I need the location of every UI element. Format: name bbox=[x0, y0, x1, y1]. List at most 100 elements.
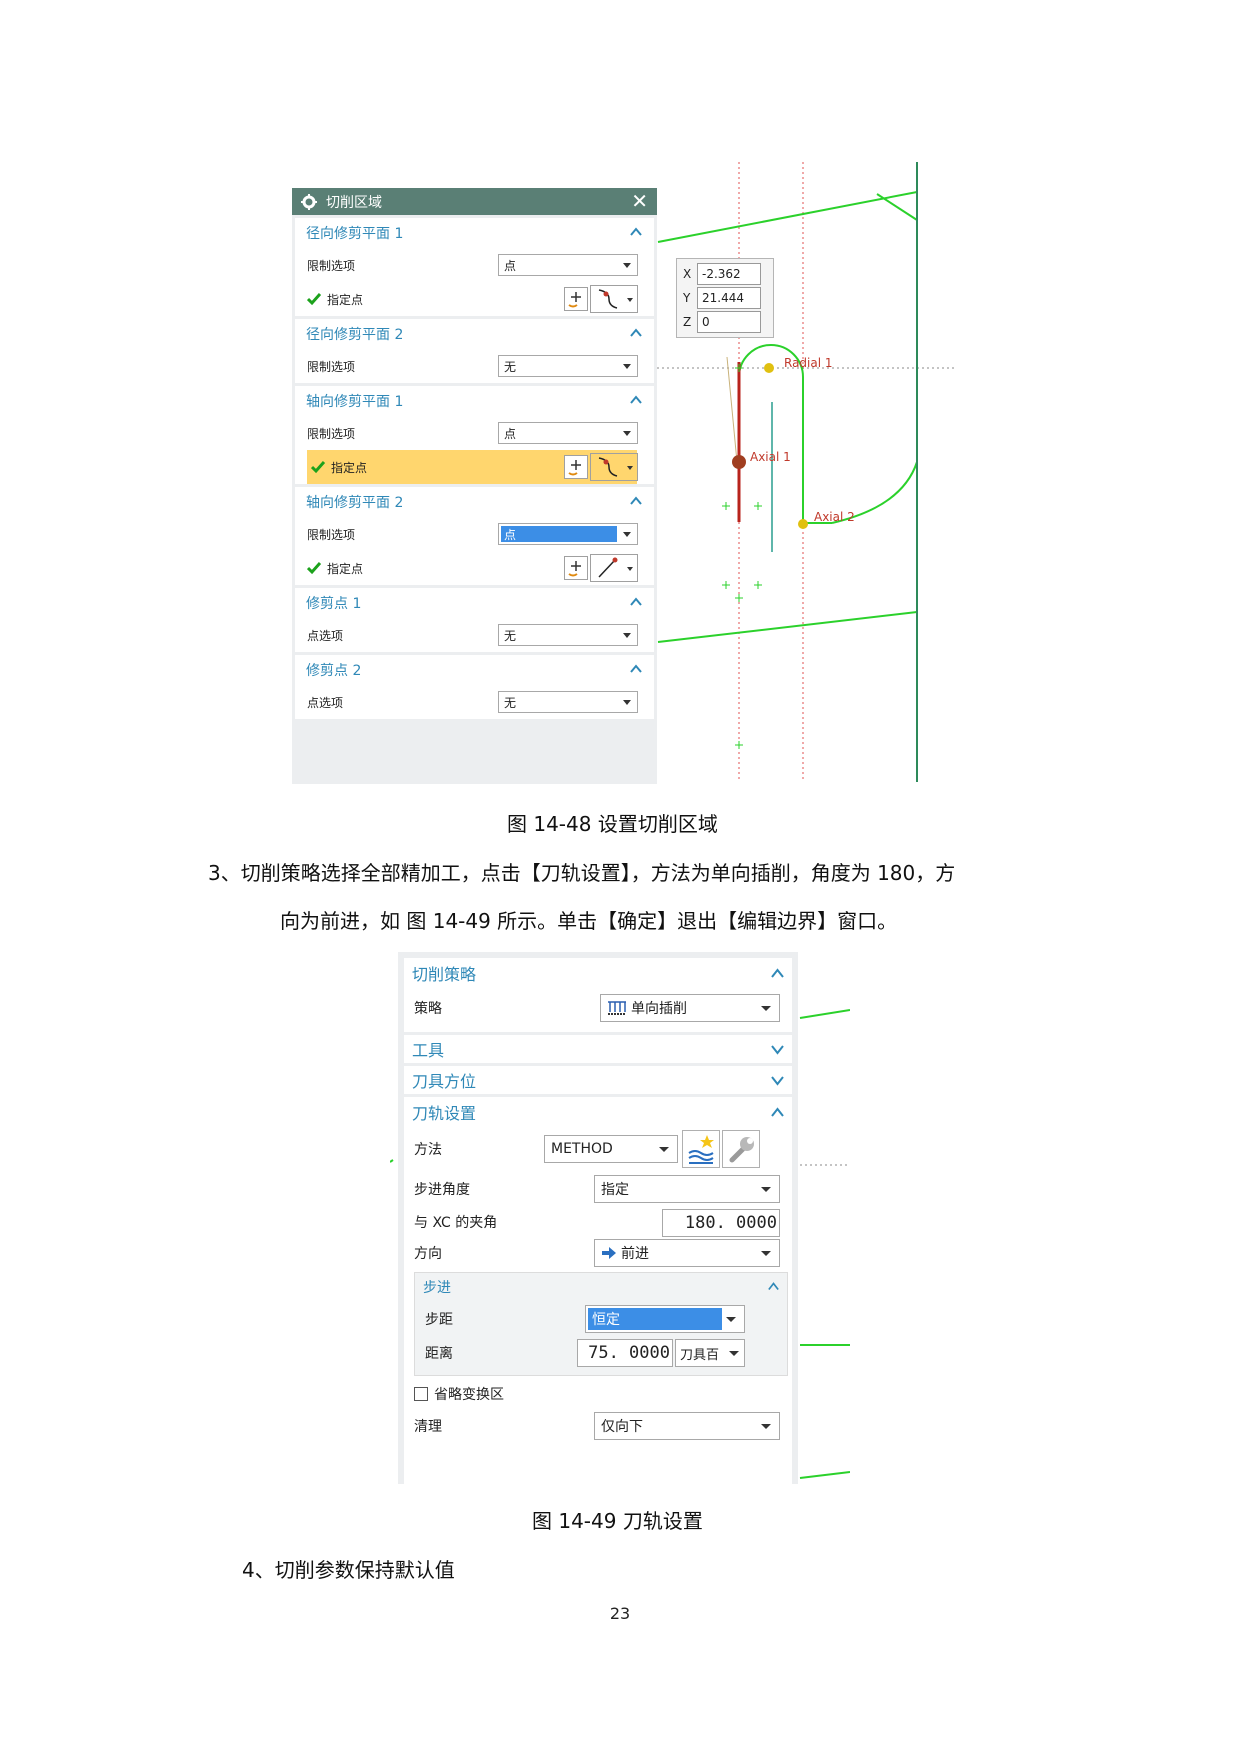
section-header[interactable]: 修剪点 2 bbox=[295, 655, 654, 685]
point-dialog-button[interactable] bbox=[564, 455, 588, 479]
wrench-icon bbox=[729, 1137, 754, 1163]
point-dialog-button[interactable] bbox=[564, 287, 588, 311]
dropdown-value: 点 bbox=[504, 258, 517, 273]
section-path-settings: 刀轨设置 方法 METHOD bbox=[404, 1097, 792, 1484]
close-icon[interactable]: ✕ bbox=[631, 189, 648, 213]
point-dialog-button[interactable] bbox=[564, 556, 588, 580]
chevron-up-icon bbox=[771, 1107, 784, 1117]
strategy-dropdown[interactable]: 单向插削 bbox=[600, 994, 780, 1022]
gear-icon bbox=[301, 193, 317, 210]
paragraph-3-line1: 3、切削策略选择全部精加工，点击【刀轨设置】，方法为单向插削，角度为 180，方 bbox=[208, 861, 956, 885]
path-settings-panel: 切削策略 策略 单向插削 工具 bbox=[398, 952, 798, 1484]
row-label: 点选项 bbox=[307, 695, 344, 710]
dropdown-value: 单向插削 bbox=[631, 1001, 687, 1017]
create-method-button[interactable] bbox=[682, 1130, 720, 1168]
cleanup-dropdown[interactable]: 仅向下 bbox=[594, 1412, 780, 1440]
strategy-row: 策略 单向插削 bbox=[404, 988, 792, 1028]
section-title: 径向修剪平面 2 bbox=[306, 327, 404, 343]
xc-angle-row: 与 XC 的夹角 180. 0000 bbox=[404, 1207, 792, 1237]
inferred-point-dropdown[interactable] bbox=[590, 554, 638, 582]
row-label: 点选项 bbox=[307, 628, 344, 643]
pitch-row: 步距 恒定 bbox=[415, 1301, 787, 1337]
section-header[interactable]: 径向修剪平面 2 bbox=[295, 319, 654, 349]
dropdown-value: METHOD bbox=[551, 1141, 613, 1157]
limit-option-dropdown[interactable]: 点 bbox=[498, 422, 638, 444]
cad-graphics-area bbox=[390, 1009, 850, 1479]
section-title: 工具 bbox=[412, 1041, 445, 1060]
section-header[interactable]: 轴向修剪平面 1 bbox=[295, 386, 654, 416]
point-option-dropdown[interactable]: 无 bbox=[498, 691, 638, 713]
point-option-dropdown[interactable]: 无 bbox=[498, 624, 638, 646]
distance-row: 距离 75. 0000 刀具百 bbox=[415, 1337, 787, 1369]
point-plus-icon bbox=[568, 460, 581, 476]
step-angle-dropdown[interactable]: 指定 bbox=[594, 1175, 780, 1203]
checkmark-icon bbox=[307, 293, 321, 306]
curve-icon bbox=[598, 457, 633, 477]
inferred-point-dropdown[interactable] bbox=[590, 453, 638, 481]
row-label: 方向 bbox=[414, 1246, 442, 1262]
distance-unit-dropdown[interactable]: 刀具百 bbox=[675, 1339, 745, 1367]
method-row: 方法 METHOD bbox=[404, 1127, 792, 1171]
section-axial-trim-1: 轴向修剪平面 1 限制选项 点 指定点 bbox=[295, 386, 654, 484]
section-title: 修剪点 2 bbox=[306, 663, 362, 679]
caret-down-icon bbox=[623, 700, 631, 705]
chevron-up-icon bbox=[630, 597, 642, 606]
section-trim-point-2: 修剪点 2 点选项 无 bbox=[295, 655, 654, 719]
specify-point-row: 指定点 bbox=[295, 551, 654, 585]
dropdown-value: 仅向下 bbox=[601, 1419, 643, 1435]
limit-option-row: 限制选项 点 bbox=[295, 248, 654, 282]
y-field[interactable]: 21.444 bbox=[697, 287, 761, 309]
chevron-up-icon bbox=[768, 1282, 779, 1290]
limit-option-dropdown[interactable]: 无 bbox=[498, 355, 638, 377]
caret-down-icon bbox=[659, 1147, 669, 1152]
section-title: 步进 bbox=[423, 1280, 451, 1296]
arrow-right-icon bbox=[602, 1247, 616, 1259]
highlight-bar[interactable]: 指定点 bbox=[307, 450, 553, 484]
point-option-row: 点选项 无 bbox=[295, 685, 654, 719]
xc-angle-input[interactable]: 180. 0000 bbox=[662, 1209, 780, 1237]
section-step: 步进 步距 恒定 距离 75. 0000 刀具百 bbox=[414, 1272, 788, 1376]
section-title: 切削策略 bbox=[412, 965, 477, 984]
method-dropdown[interactable]: METHOD bbox=[544, 1135, 678, 1163]
dropdown-value: 恒定 bbox=[588, 1308, 722, 1330]
section-header[interactable]: 轴向修剪平面 2 bbox=[295, 487, 654, 517]
z-field[interactable]: 0 bbox=[697, 311, 761, 333]
row-label: 清理 bbox=[414, 1419, 442, 1435]
limit-option-dropdown[interactable]: 点 bbox=[498, 254, 638, 276]
caret-down-icon bbox=[623, 633, 631, 638]
x-field[interactable]: -2.362 bbox=[697, 263, 761, 285]
direction-dropdown[interactable]: 前进 bbox=[594, 1239, 780, 1267]
distance-input[interactable]: 75. 0000 bbox=[577, 1339, 673, 1367]
section-header[interactable]: 刀轨设置 bbox=[404, 1097, 792, 1127]
dialog-title: 切削区域 bbox=[326, 194, 382, 211]
section-header[interactable]: 工具 bbox=[404, 1035, 792, 1063]
chevron-up-icon bbox=[630, 664, 642, 673]
inferred-point-dropdown[interactable] bbox=[590, 285, 638, 313]
pitch-dropdown[interactable]: 恒定 bbox=[585, 1305, 745, 1333]
row-label: 限制选项 bbox=[307, 426, 356, 441]
limit-option-row: 限制选项 无 bbox=[295, 349, 654, 383]
direction-row: 方向 前进 bbox=[404, 1237, 792, 1269]
cleanup-row: 清理 仅向下 bbox=[404, 1409, 784, 1443]
limit-option-dropdown[interactable]: 点 bbox=[498, 523, 638, 545]
specify-point-row: 指定点 bbox=[295, 282, 654, 316]
caret-down-icon bbox=[623, 431, 631, 436]
omit-transition-checkbox[interactable] bbox=[414, 1387, 428, 1401]
section-header[interactable]: 刀具方位 bbox=[404, 1066, 792, 1094]
section-header[interactable]: 步进 bbox=[415, 1273, 787, 1301]
section-title: 径向修剪平面 1 bbox=[306, 226, 404, 242]
caret-down-icon bbox=[623, 263, 631, 268]
section-title: 修剪点 1 bbox=[306, 596, 362, 612]
line-point-icon bbox=[598, 557, 633, 578]
section-header[interactable]: 切削策略 bbox=[404, 958, 792, 988]
edit-method-button[interactable] bbox=[722, 1130, 760, 1168]
chevron-up-icon bbox=[630, 395, 642, 404]
chevron-down-icon bbox=[771, 1076, 784, 1086]
caret-down-icon bbox=[726, 1317, 736, 1322]
plunge-icon bbox=[608, 1001, 626, 1015]
section-header[interactable]: 径向修剪平面 1 bbox=[295, 218, 654, 248]
dropdown-value: 刀具百 bbox=[680, 1347, 720, 1363]
y-label: Y bbox=[683, 291, 691, 305]
section-header[interactable]: 修剪点 1 bbox=[295, 588, 654, 618]
